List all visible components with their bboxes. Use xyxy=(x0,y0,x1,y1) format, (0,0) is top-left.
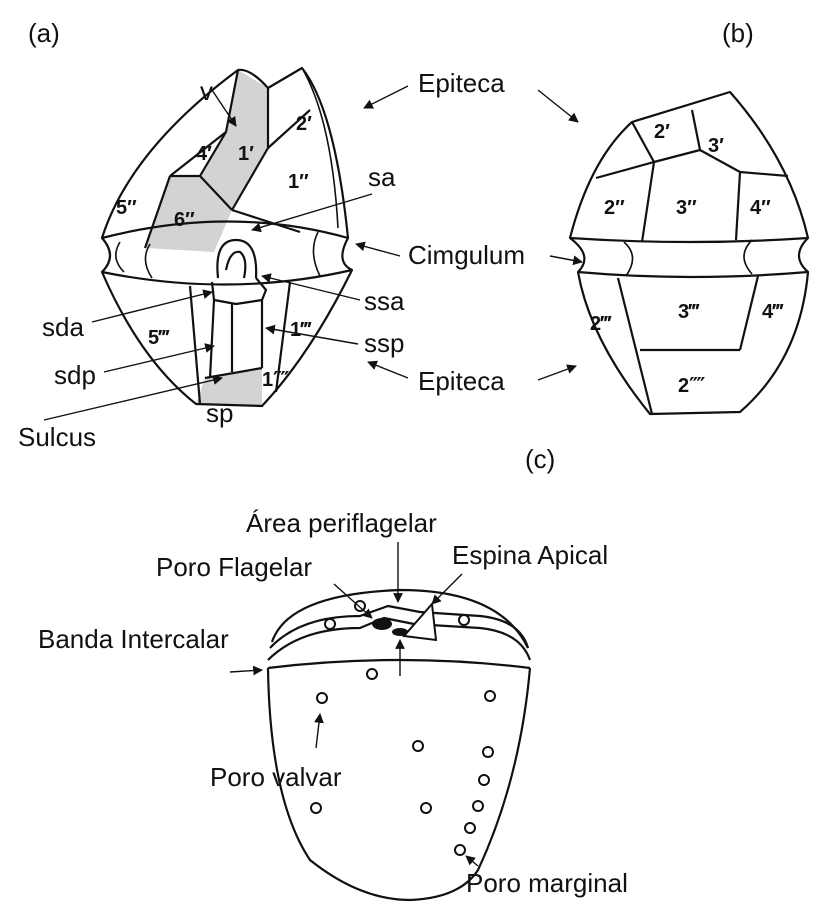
pore xyxy=(473,801,483,811)
panel-label-a: (a) xyxy=(28,18,60,48)
plate-label-4p-a: 4′ xyxy=(196,143,212,165)
flagellar-pore xyxy=(372,618,392,630)
pores xyxy=(311,601,495,855)
intercalar-band-2 xyxy=(270,606,528,648)
label-sa: sa xyxy=(368,162,396,192)
panel-label-c: (c) xyxy=(525,444,555,474)
plate-label-3ppp-b: 3‴ xyxy=(678,301,700,323)
label-sp: sp xyxy=(206,398,233,428)
cingulum-b-sutura-2 xyxy=(744,240,752,274)
plate-label-4ppp-b: 4‴ xyxy=(762,301,784,323)
cell-c-cap xyxy=(272,590,528,648)
label-poro-marginal: Poro marginal xyxy=(466,868,628,898)
plate-label-2ppp-b: 2‴ xyxy=(590,313,612,335)
label-epiteca-top: Epiteca xyxy=(418,68,505,98)
pore xyxy=(413,741,423,751)
pore xyxy=(459,615,469,625)
pore xyxy=(317,693,327,703)
intercalar-band-3 xyxy=(268,660,530,668)
pore xyxy=(421,803,431,813)
cingulum-b-sutura-1 xyxy=(624,242,633,276)
pore xyxy=(367,669,377,679)
plate-label-3p-b: 3′ xyxy=(708,135,724,157)
sulcus-upper xyxy=(217,240,256,278)
plate-label-5ppp-a: 5‴ xyxy=(148,327,170,349)
suture-b3 xyxy=(596,162,654,178)
cell-b-outline xyxy=(570,92,808,414)
arrow-poro-flagelar xyxy=(334,584,372,618)
label-ssa: ssa xyxy=(364,286,405,316)
sulcus-inner xyxy=(226,252,245,278)
pore xyxy=(465,823,475,833)
label-banda-intercalar: Banda Intercalar xyxy=(38,624,229,654)
arrow-ssa xyxy=(262,276,360,300)
cingulum-sutura-2 xyxy=(145,244,152,278)
label-sulcus: Sulcus xyxy=(18,422,96,452)
label-poro-flagelar: Poro Flagelar xyxy=(156,552,312,582)
arrow-epiteca-top-left xyxy=(364,86,408,108)
label-epiteca-bottom: Epiteca xyxy=(418,366,505,396)
plate-label-1ppp-a: 1‴ xyxy=(290,319,312,341)
sulcus-mid xyxy=(214,300,262,304)
label-ssp: ssp xyxy=(364,328,404,358)
suture-a8 xyxy=(190,286,200,404)
cingulum-bottom xyxy=(102,270,352,285)
plate-label-5pp-a: 5″ xyxy=(116,197,137,219)
plate-label-6pp-a: 6″ xyxy=(174,209,195,231)
suture-b5 xyxy=(736,172,740,240)
plate-label-2p-a: 2′ xyxy=(296,113,312,135)
cell-a-edge xyxy=(302,68,338,228)
plate-label-2pp-b: 2″ xyxy=(604,197,625,219)
plate-label-4pp-b: 4″ xyxy=(750,197,771,219)
pore xyxy=(485,691,495,701)
arrow-sda xyxy=(92,292,212,322)
pore xyxy=(483,747,493,757)
plate-label-1pp-a: 1″ xyxy=(288,171,309,193)
pore xyxy=(325,619,335,629)
arrow-cimgulum-left xyxy=(356,244,400,256)
arrow-cimgulum-right xyxy=(550,256,582,262)
label-v: v xyxy=(200,76,213,106)
plate-label-3pp-b: 3″ xyxy=(676,197,697,219)
panel-a-cell: 2′ 4′ 1′ 1″ 5″ 6″ 5‴ 1‴ 1⁗ xyxy=(102,68,352,406)
label-sda: sda xyxy=(42,312,84,342)
arrow-epiteca-top-right xyxy=(538,90,578,122)
sulcus-right-wall xyxy=(256,278,266,368)
panel-b-cell: 2′ 3′ 2″ 3″ 4″ 2‴ 3‴ 4‴ 2⁗ xyxy=(570,92,808,414)
plate-label-2pppp-b: 2⁗ xyxy=(678,375,705,397)
pore xyxy=(455,845,465,855)
pore xyxy=(311,803,321,813)
label-espina-apical: Espina Apical xyxy=(452,540,608,570)
plate-label-1pppp-a: 1⁗ xyxy=(262,369,289,391)
panel-label-b: (b) xyxy=(722,18,754,48)
label-sdp: sdp xyxy=(54,360,96,390)
cingulum-b-bottom xyxy=(578,272,808,277)
suture-b4 xyxy=(642,162,654,242)
pore xyxy=(479,775,489,785)
label-poro-valvar: Poro valvar xyxy=(210,762,342,792)
suture-b7 xyxy=(740,276,758,350)
cingulum-sutura-3 xyxy=(313,232,320,276)
cell-a-outline xyxy=(102,68,352,406)
label-cimgulum: Cimgulum xyxy=(408,240,525,270)
arrow-epiteca-bottom-right xyxy=(538,366,576,380)
arrow-sa xyxy=(252,194,372,230)
arrow-poro-marginal xyxy=(466,856,478,866)
plate-label-2p-b: 2′ xyxy=(654,121,670,143)
arrow-poro-valvar xyxy=(316,714,320,748)
sulcus-left-wall xyxy=(210,282,214,378)
cingulum-sutura-1 xyxy=(116,242,124,272)
cingulum-b-top xyxy=(570,238,808,242)
label-area-periflagelar: Área periflagelar xyxy=(246,508,437,538)
arrow-banda-intercalar xyxy=(230,670,262,672)
arrow-epiteca-bottom-left xyxy=(368,362,408,378)
arrow-espina-apical xyxy=(432,574,462,604)
plate-label-1p-a: 1′ xyxy=(238,143,254,165)
panel-c-cell xyxy=(268,590,530,900)
